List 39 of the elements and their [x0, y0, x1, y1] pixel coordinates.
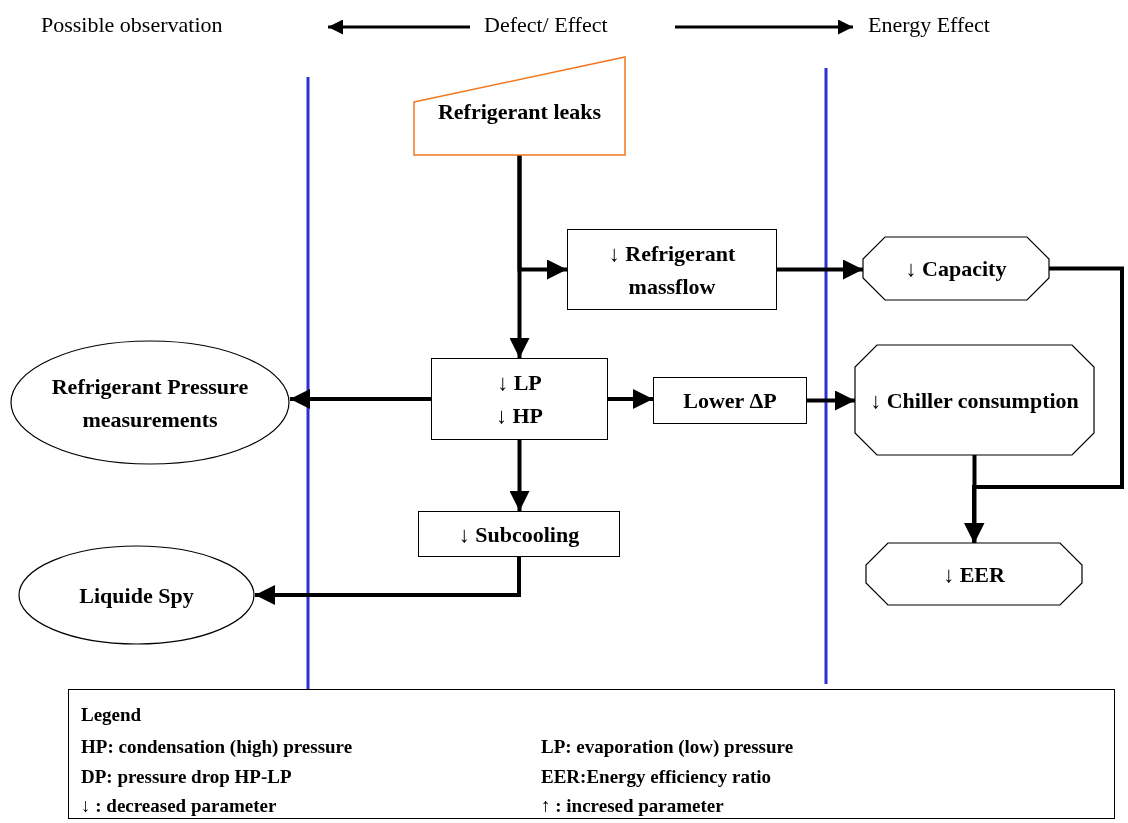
arrow: [509, 155, 530, 358]
node-label: Lower ΔP: [683, 387, 777, 415]
column-heading: Energy Effect: [868, 14, 990, 36]
process-box: [431, 358, 608, 440]
legend-entry: HP: condensation (high) pressure: [81, 737, 353, 756]
column-heading: Defect/ Effect: [484, 14, 608, 36]
node-label: ↓ HP: [495, 402, 544, 430]
node-label: ↓ Subcooling: [458, 520, 580, 549]
node-label: ↓ LP: [497, 369, 542, 397]
arrow: [807, 390, 855, 411]
legend-title: Legend: [81, 705, 142, 724]
node-label: Refrigerant leaks: [437, 97, 602, 126]
node-label: ↓ Refrigerant massflow: [607, 239, 737, 301]
node-label: Refrigerant Pressure measurements: [50, 372, 250, 434]
process-box: [653, 377, 807, 424]
node-label: Liquide Spy: [79, 581, 194, 610]
octagon-node: [855, 345, 1094, 455]
octagon-node: [863, 237, 1049, 300]
arrow: [777, 259, 863, 280]
legend-entry: LP: evaporation (low) pressure: [541, 737, 794, 756]
process-box: [567, 229, 777, 310]
legend-entry: EER:Energy efficiency ratio: [541, 767, 772, 786]
arrow: [608, 389, 653, 409]
column-heading: Possible observation: [41, 14, 223, 36]
ellipse-node: [10, 340, 290, 465]
ellipse-node: [18, 545, 255, 645]
process-box: [418, 511, 620, 557]
arrow: [509, 440, 530, 511]
legend-entry: ↑ : incresed parameter: [541, 796, 724, 815]
node-label: ↓ EER: [943, 560, 1005, 589]
node-label: ↓ Chiller consumption: [870, 386, 1079, 415]
node-label: ↓ Capacity: [905, 255, 1007, 283]
legend-entry: ↓ : decreased parameter: [81, 796, 277, 815]
arrow: [255, 557, 521, 605]
legend-entry: DP: pressure drop HP-LP: [81, 767, 292, 786]
octagon-node: [866, 543, 1082, 605]
arrow: [290, 389, 431, 409]
trapezoid-node: [414, 57, 625, 155]
arrow: [964, 266, 1124, 543]
